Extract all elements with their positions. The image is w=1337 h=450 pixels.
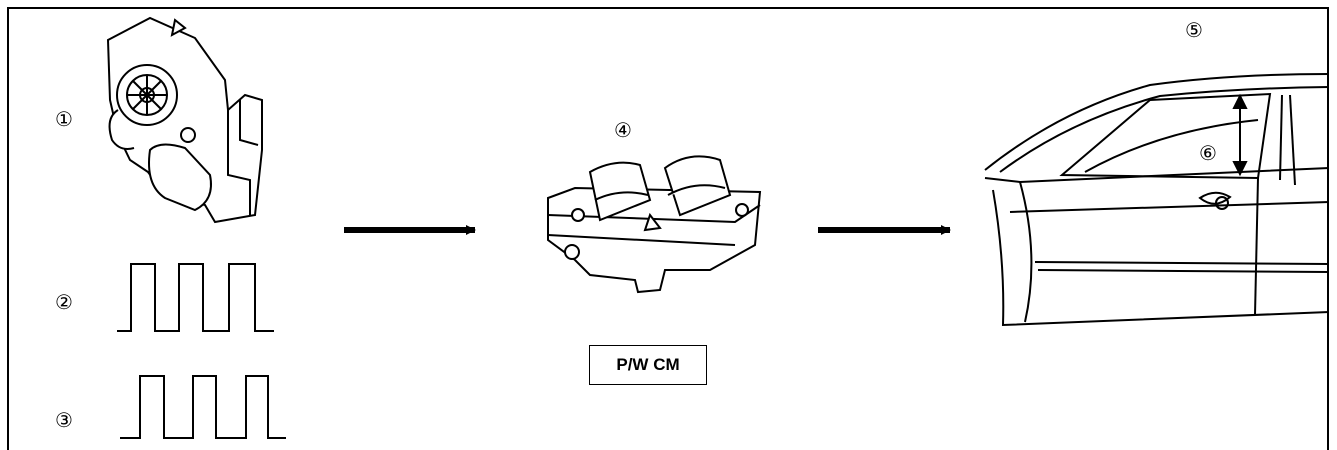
diagram-frame xyxy=(7,7,1329,450)
callout-5: ⑤ xyxy=(1185,18,1203,42)
pulse-signal-2 xyxy=(117,263,274,332)
pulse-signal-3 xyxy=(120,375,286,439)
callout-1: ① xyxy=(55,107,73,131)
power-window-motor-icon xyxy=(106,16,263,224)
callout-4: ④ xyxy=(614,118,632,142)
vehicle-door-icon xyxy=(984,73,1330,327)
module-label: P/W CM xyxy=(616,355,680,374)
callout-3: ③ xyxy=(55,408,73,432)
power-window-switch-icon xyxy=(547,155,762,294)
callout-6: ⑥ xyxy=(1199,141,1217,165)
callout-2: ② xyxy=(55,290,73,314)
module-label-box: P/W CM xyxy=(589,345,707,385)
